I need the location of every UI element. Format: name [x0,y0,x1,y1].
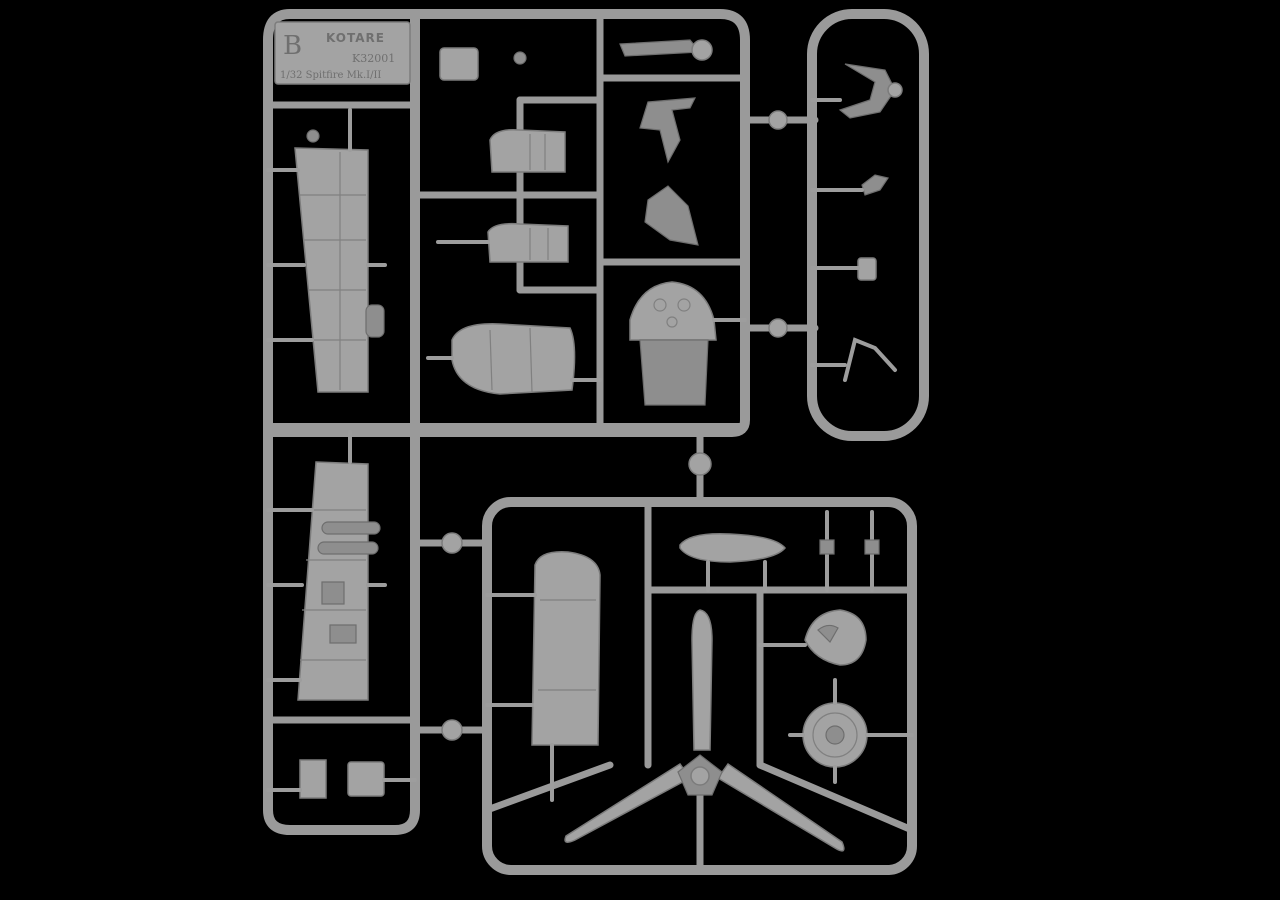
sprue-label-plate: B KOTARE K32001 1/32 Spitfire Mk.I/II [274,21,411,85]
pilot-seat-lower [436,222,569,263]
pilot-seat-upper [489,128,566,173]
small-bracket-parts [819,510,880,592]
gate-blob-top [439,47,527,81]
spinner-half [758,609,867,666]
main-sprue-frame [263,9,750,835]
narrow-sprue-frame [807,9,929,441]
small-parts-bottom-left [266,759,417,799]
fuselage-panel-lower [266,430,387,701]
connector-hubs [411,110,819,741]
sprue-brand: KOTARE [326,31,385,45]
engine-cowling [485,551,601,802]
fuselage-panel-upper [266,108,387,393]
propeller [564,609,845,852]
sprue-letter: B [283,31,302,61]
sprue-model: 1/32 Spitfire Mk.I/II [280,70,381,81]
cockpit-floor [426,323,602,395]
control-column-parts [619,39,713,246]
sprue-code: K32001 [352,52,395,65]
drop-tank [679,532,786,592]
instrument-panel [629,281,747,406]
lower-sprue-frame [482,497,917,875]
spinner-backplate [788,678,914,784]
